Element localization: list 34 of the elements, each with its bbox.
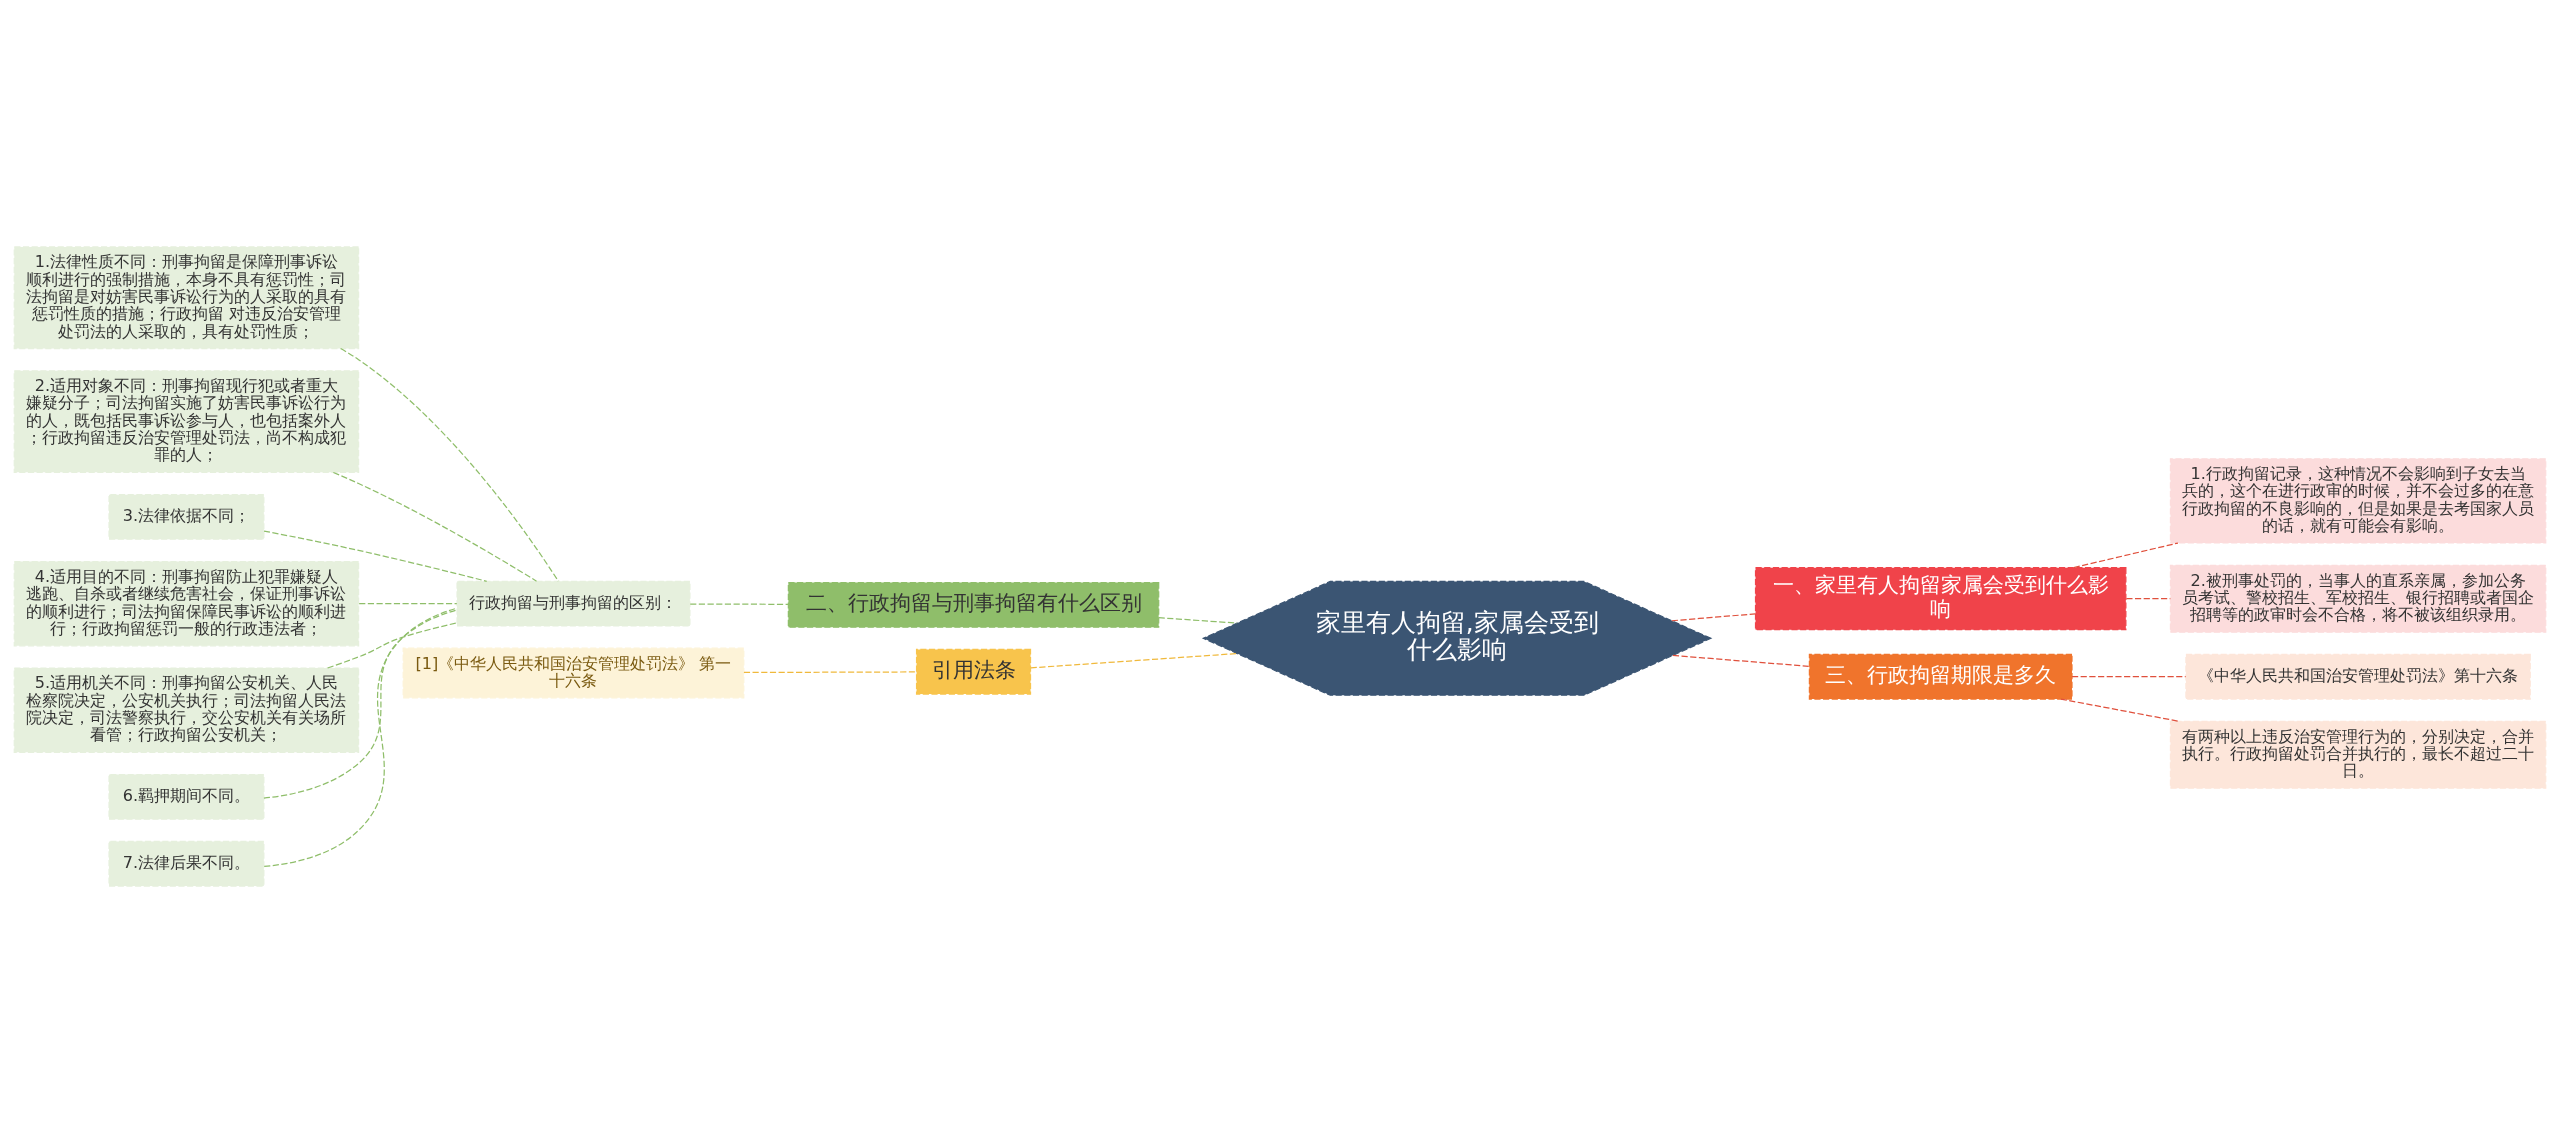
connector <box>263 530 488 582</box>
connector <box>332 471 538 582</box>
connector <box>689 603 789 605</box>
connector <box>1030 652 1238 669</box>
connector <box>1158 617 1238 624</box>
node-box: 1.法律性质不同：刑事拘留是保障刑事诉讼顺利进行的强制措施，本身不具有惩罚性；司法拘留是对妨害民事诉讼行为的人采取的具有惩罚性质的措施；行政拘留 对违反治安管理处罚法的人采取的，具有处罚性质； <box>13 246 360 350</box>
connector <box>358 603 458 605</box>
node-box: 三、行政拘留期限是多久 <box>1808 653 2073 700</box>
node-box: 3.法律依据不同； <box>108 494 265 540</box>
node-box: 引用法条 <box>915 648 1032 695</box>
node-box: 7.法律后果不同。 <box>108 840 265 887</box>
connector <box>263 607 458 868</box>
node-box: 4.适用目的不同：刑事拘留防止犯罪嫌疑人逃跑、自杀或者继续危害社会，保证刑事诉讼的顺利进行；司法拘留保障民事诉讼的顺利进行；行政拘留惩罚一般的行政违法者； <box>13 560 360 647</box>
connector <box>263 609 458 799</box>
node-box: 二、行政拘留与刑事拘留有什么区别 <box>787 582 1160 628</box>
connector <box>2060 698 2180 722</box>
node-box: 6.羁押期间不同。 <box>108 773 265 820</box>
node-box: 有两种以上违反治安管理行为的，分别决定，合并执行。行政拘留处罚合并执行的，最长不超过二十日。 <box>2169 720 2547 789</box>
node-box: 一、家里有人拘留家属会受到什么影响 <box>1754 567 2127 631</box>
connector <box>2071 676 2187 678</box>
node-box: 行政拘留与刑事拘留的区别： <box>456 580 691 627</box>
connector <box>2073 542 2179 569</box>
connector <box>1672 654 1810 667</box>
node-box: [1]《中华人民共和国治安管理处罚法》 第一十六条 <box>402 647 745 699</box>
node-box: 《中华人民共和国治安管理处罚法》第十六条 <box>2185 653 2531 700</box>
connector <box>326 622 458 669</box>
connector <box>2125 598 2171 600</box>
node-box: 5.适用机关不同：刑事拘留公安机关、人民检察院决定，公安机关执行；司法拘留人民法院决定，司法警察执行，交公安机关有关场所看管；行政拘留公安机关； <box>13 667 360 753</box>
connector <box>340 347 559 582</box>
node-box: 2.被刑事处罚的，当事人的直系亲属，参加公务员考试、警校招生、军校招生、银行招聘或者国企招聘等的政审时会不合格，将不被该组织录用。 <box>2169 564 2547 633</box>
connector <box>1671 613 1756 622</box>
connector <box>743 671 917 674</box>
node-box: 2.适用对象不同：刑事拘留现行犯或者重大嫌疑分子；司法拘留实施了妨害民事诉讼行为的人，既包括民事诉讼参与人，也包括案外人；行政拘留违反治安管理处罚法，尚不构成犯罪的人； <box>13 370 360 473</box>
node-box: 1.行政拘留记录，这种情况不会影响到子女去当兵的，这个在进行政审的时候，并不会过多的在意行政拘留的不良影响的，但是如果是去考国家人员的话，就有可能会有影响。 <box>2169 458 2547 544</box>
